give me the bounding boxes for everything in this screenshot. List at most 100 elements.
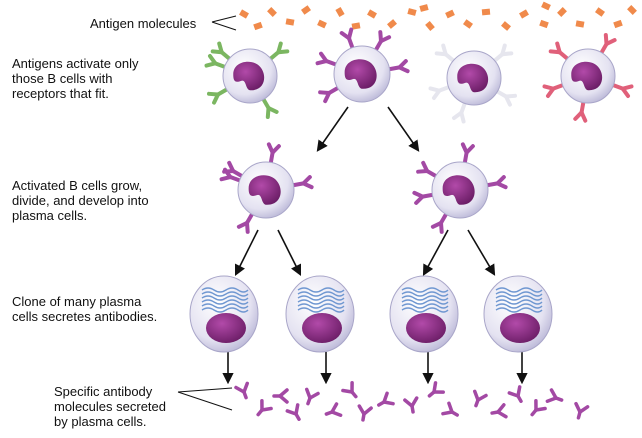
antigen [481,8,491,16]
receptor [412,190,437,205]
b-cell-row [204,27,634,124]
antigen [301,5,311,15]
endoplasmic-reticulum [495,287,543,313]
nucleus [406,313,446,343]
b-cell-pink-receptors [542,32,634,123]
antigen [613,19,623,29]
antibody [272,388,289,404]
plasma-cell [483,275,553,353]
antibody [545,388,564,403]
b-cell-purple-receptors [315,27,410,104]
plasma-cell-row [189,275,553,353]
antigen [445,9,455,19]
step1-label: Antigens activate only those B cells wit… [12,56,139,101]
receptor [548,41,571,62]
antibody [441,401,459,417]
antibody [305,387,320,406]
antigen-molecules [239,1,637,31]
arrow [234,229,259,277]
antibody [574,401,590,420]
receptor [210,41,233,62]
antigen [351,22,361,30]
nucleus [302,313,342,343]
nucleus [500,313,540,343]
antibody [427,381,445,398]
step2-label: Activated B cells grow, divide, and deve… [12,178,149,223]
receptor [260,95,279,120]
arrow [277,229,302,277]
nucleus [206,313,246,343]
antigen [267,7,277,17]
receptor [267,41,290,62]
receptor [542,82,567,98]
plasma-cell [285,275,355,353]
nucleus [442,175,475,205]
step3-label: Clone of many plasma cells secretes anti… [12,294,158,324]
receptor [236,210,255,234]
antibody [256,399,273,417]
receptor [373,30,392,54]
receptor [315,51,340,68]
antigen [239,9,249,19]
antibody-molecules [234,381,590,422]
receptor [318,85,342,104]
antigen [501,21,511,31]
receptor [204,54,229,70]
plasma-cell [389,275,459,353]
antibody-label-pointer [177,387,233,411]
receptor [428,84,453,100]
arrow [316,106,349,152]
antibody [324,402,343,417]
antigen-molecules-label: Antigen molecules [90,16,197,31]
antigen [335,7,345,17]
antibody [530,399,547,417]
antigen [407,8,417,16]
nucleus [233,61,265,91]
step4-label: Specific antibody molecules secreted by … [54,384,166,429]
receptor [609,82,634,98]
nucleus [344,59,377,89]
plasma-cell [189,275,259,353]
activated-b-cell [412,142,508,234]
receptor [483,175,508,190]
receptor [339,27,356,52]
arrows [222,106,528,385]
receptor [573,98,588,123]
endoplasmic-reticulum [297,287,345,313]
endoplasmic-reticulum [401,287,449,313]
antigen-label-pointer [211,15,237,31]
antigen [595,7,605,17]
nucleus [457,63,489,93]
b-cell-green-receptors [204,41,290,120]
receptor [206,86,231,105]
antigen [519,9,529,19]
antigen [425,21,435,31]
antigen [541,1,551,11]
antigen [419,4,429,12]
antigen [539,19,549,29]
endoplasmic-reticulum [201,287,249,313]
arrow [422,229,449,276]
antibody [507,385,523,403]
antigen [367,9,377,19]
receptor [289,175,314,190]
antigen [285,18,295,26]
receptor [266,142,281,167]
antibody [285,403,301,421]
antibody [403,396,419,414]
antibody [234,381,249,400]
antigen [253,21,263,31]
receptor [385,59,410,74]
antibody [357,404,373,422]
nucleus [571,61,603,91]
antigen [557,7,567,17]
antibody [341,381,358,399]
antibody [377,391,395,407]
antibody [473,389,488,408]
activated-b-cell [219,142,314,234]
receptor [491,43,514,64]
receptor [493,88,518,107]
antigen [627,5,637,15]
receptor [430,210,449,234]
